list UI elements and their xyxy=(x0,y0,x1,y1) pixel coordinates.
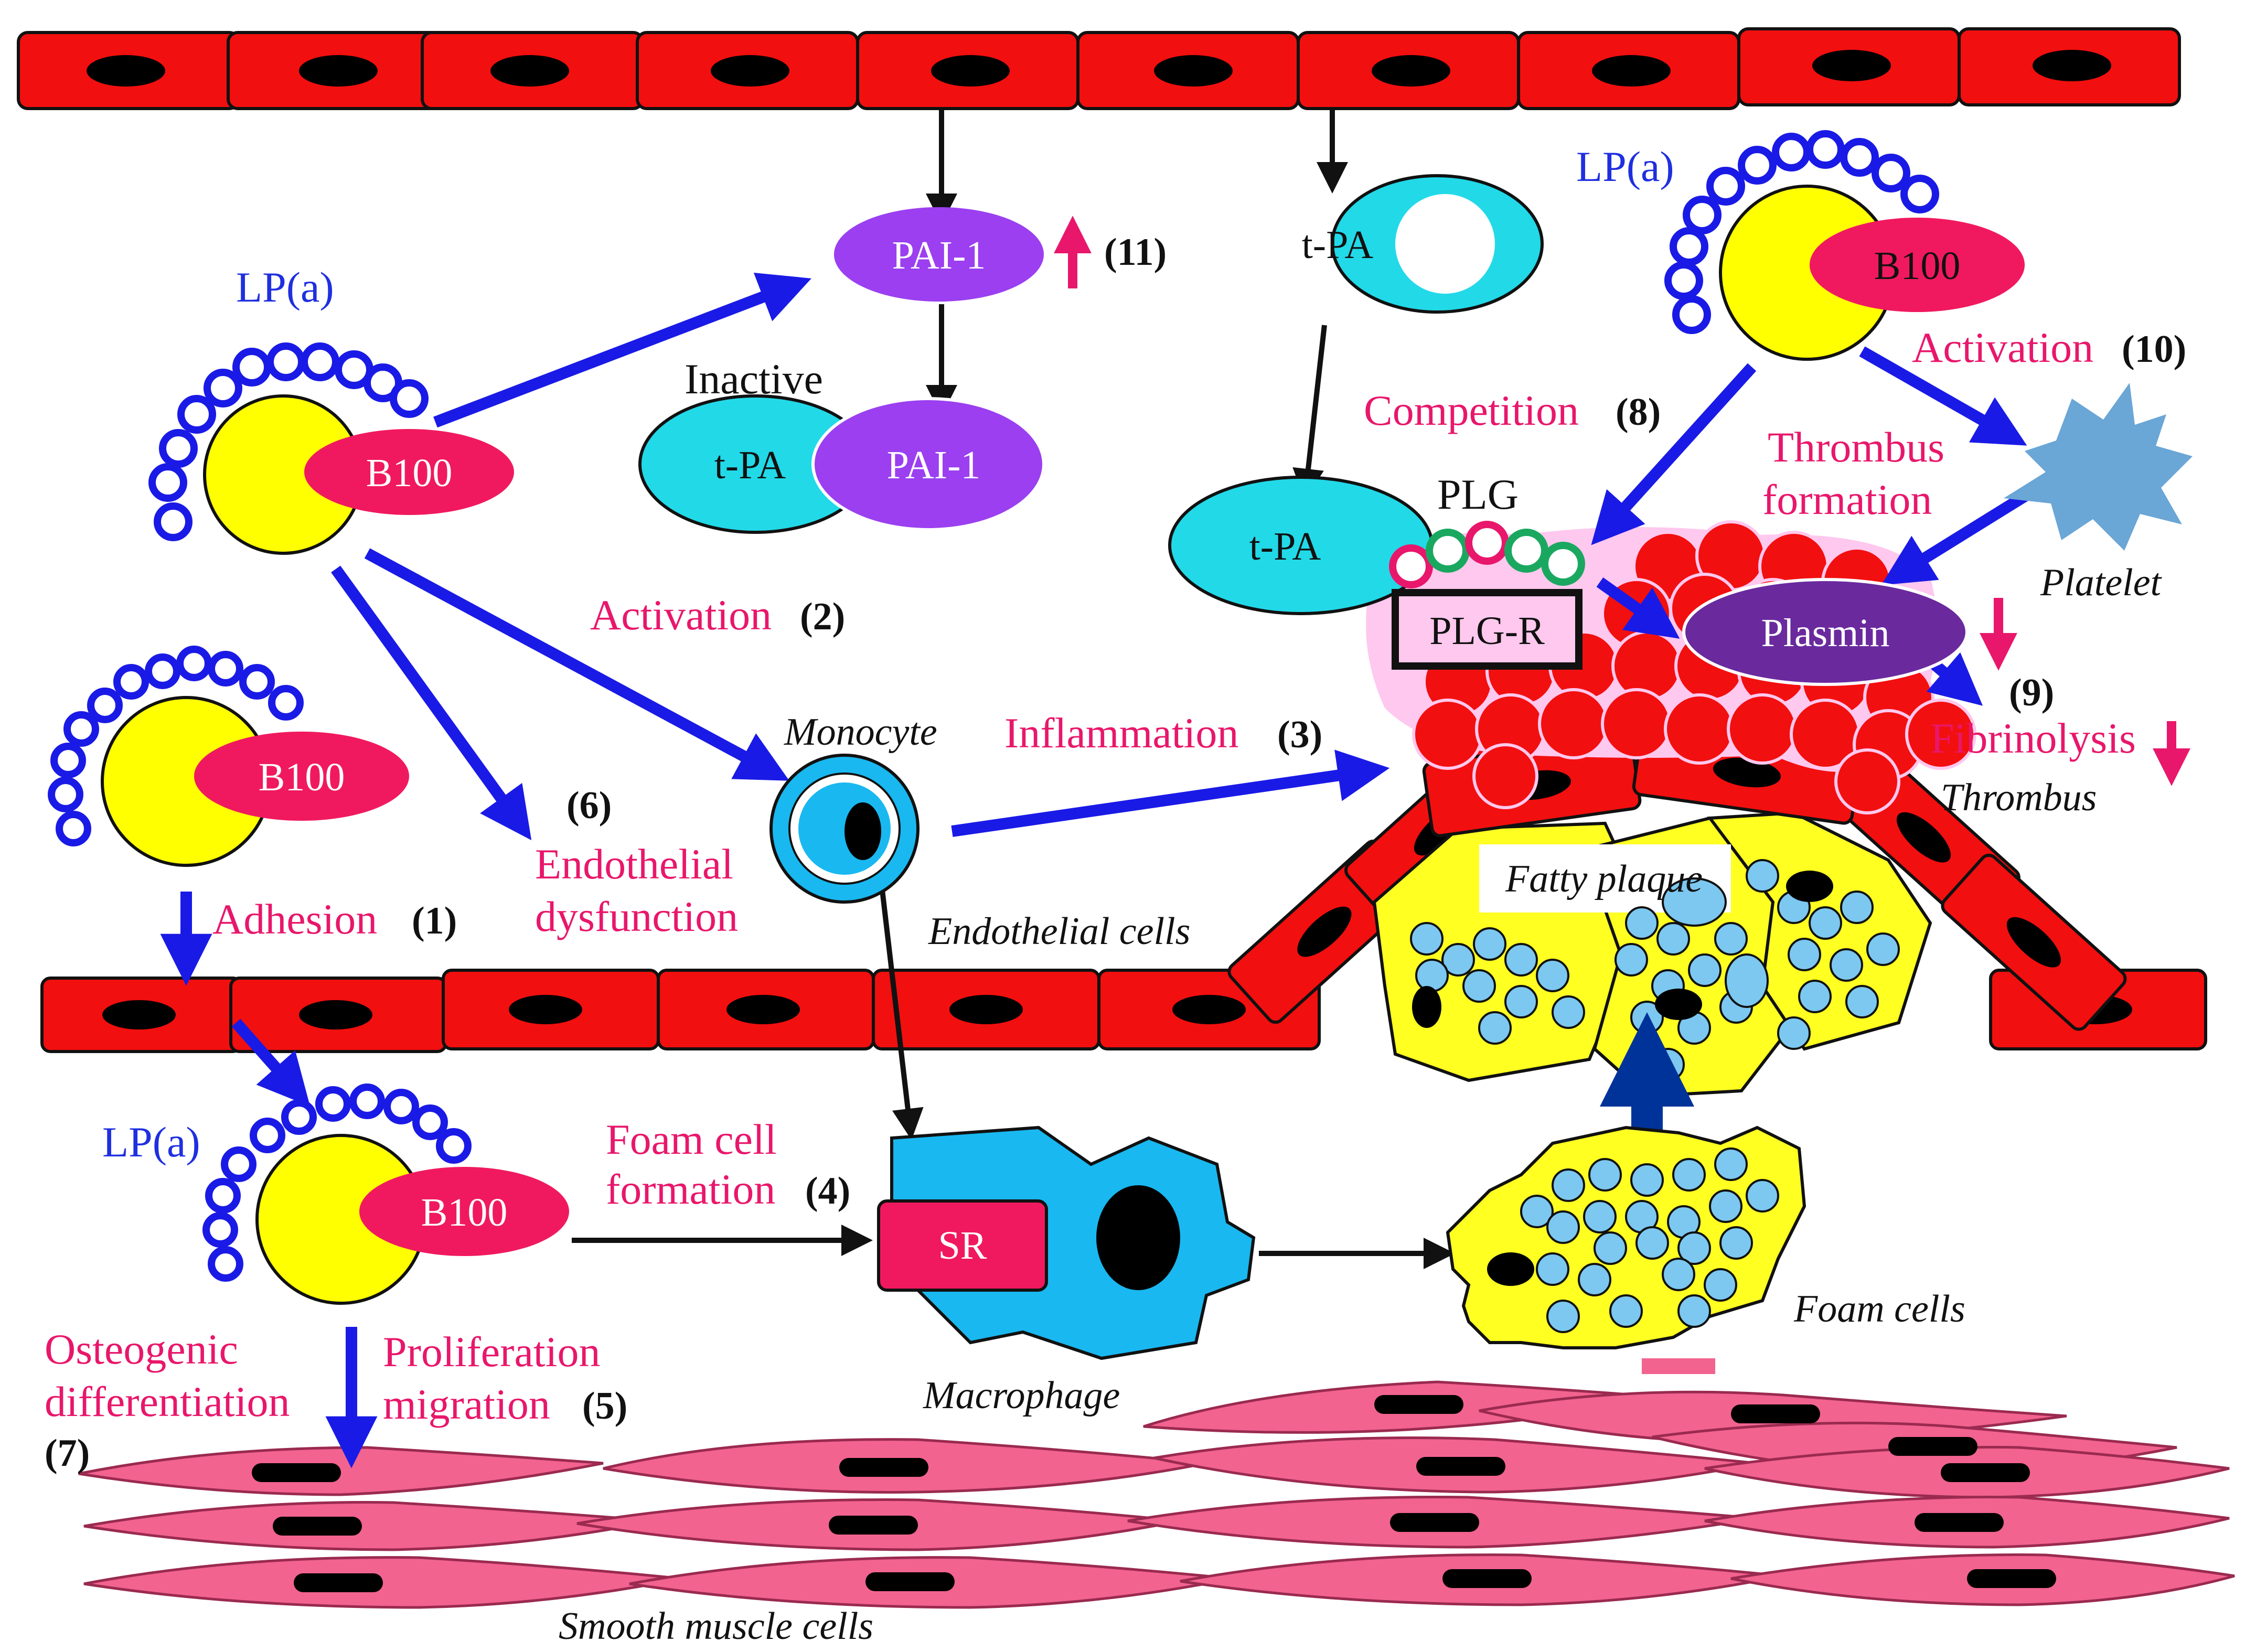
lpa-label-right: LP(a) xyxy=(1576,143,1674,190)
endothelial-dysfunction-line2: dysfunction xyxy=(535,893,738,940)
step-number-3: (3) xyxy=(1277,713,1322,756)
tpa-shapes xyxy=(1168,174,1544,615)
b100-label-lower: B100 xyxy=(421,1190,508,1235)
lpa-particle-right xyxy=(1664,130,2025,361)
tpa-label-inactive: t-PA xyxy=(714,443,786,487)
top-endothelium xyxy=(17,27,2181,110)
inactive-label: Inactive xyxy=(685,355,823,403)
step-number-8: (8) xyxy=(1616,391,1661,434)
plasmin-label: Plasmin xyxy=(1761,611,1890,655)
arrows xyxy=(160,110,2190,1468)
plasmin-shape xyxy=(1682,578,1969,686)
endothelial-cells-caption: Endothelial cells xyxy=(928,910,1190,953)
middle-endothelium xyxy=(40,969,2207,1053)
lpa-particle-adhesion xyxy=(48,646,409,867)
lpa-particle-left xyxy=(148,342,514,555)
monocyte-caption: Monocyte xyxy=(784,711,937,754)
lpa-particle-lower xyxy=(202,1084,569,1305)
plg-r-label: PLG-R xyxy=(1429,609,1545,653)
step-number-1: (1) xyxy=(412,899,457,942)
thrombus-formation-line2: formation xyxy=(1762,476,1932,523)
activation-label-10: Activation xyxy=(1912,324,2093,371)
b100-label-right: B100 xyxy=(1874,244,1961,288)
step-number-5: (5) xyxy=(582,1385,627,1428)
pai1-shapes xyxy=(638,207,1045,534)
step-number-11: (11) xyxy=(1104,231,1167,274)
sr-label: SR xyxy=(938,1224,987,1268)
pink-marker xyxy=(1642,1358,1715,1374)
tpa-label-free: t-PA xyxy=(1302,223,1374,267)
plg-label: PLG xyxy=(1437,470,1519,518)
osteogenic-line2: differentiation xyxy=(45,1378,290,1425)
activation-label-2: Activation xyxy=(590,591,772,639)
smooth-muscle-layer xyxy=(78,1380,2235,1609)
smooth-muscle-cells-caption: Smooth muscle cells xyxy=(559,1605,873,1648)
step-number-2: (2) xyxy=(800,595,845,638)
inflammation-label: Inflammation xyxy=(1004,709,1238,757)
osteogenic-line1: Osteogenic xyxy=(45,1325,238,1373)
monocyte-cell xyxy=(769,754,919,904)
plg-r-box xyxy=(1392,589,1583,670)
step-number-10: (10) xyxy=(2122,328,2186,371)
pai1-label: PAI-1 xyxy=(892,233,986,277)
step-number-6: (6) xyxy=(566,784,612,827)
plg-rings xyxy=(1389,521,1585,588)
proliferation-line2: migration xyxy=(383,1380,550,1428)
macrophage-cell xyxy=(877,1125,1256,1360)
thrombus-formation-line1: Thrombus xyxy=(1768,423,1944,471)
step-number-9: (9) xyxy=(2009,671,2054,714)
step-number-7: (7) xyxy=(45,1432,90,1475)
b100-label-adhesion: B100 xyxy=(259,755,345,799)
b100-label-left: B100 xyxy=(366,451,453,495)
platelet-caption: Platelet xyxy=(2040,561,2163,604)
foam-cell xyxy=(1446,1125,1806,1349)
foam-cells-caption: Foam cells xyxy=(1793,1288,1965,1331)
adhesion-label: Adhesion xyxy=(212,895,377,943)
lpa-label-left: LP(a) xyxy=(236,263,334,311)
proliferation-line1: Proliferation xyxy=(383,1328,600,1376)
foam-cell-formation-line2: formation xyxy=(606,1165,775,1213)
thrombus-caption: Thrombus xyxy=(1941,776,2097,819)
endothelial-dysfunction-line1: Endothelial xyxy=(535,840,733,888)
fibrinolysis-label: Fibrinolysis xyxy=(1930,714,2136,762)
macrophage-caption: Macrophage xyxy=(923,1374,1120,1417)
pai1-label-complex: PAI-1 xyxy=(887,443,981,487)
foam-cell-formation-line1: Foam cell xyxy=(606,1115,777,1163)
fatty-plaque-caption: Fatty plaque xyxy=(1505,857,1703,900)
platelet-shape xyxy=(2004,383,2193,551)
step-number-4: (4) xyxy=(805,1170,850,1213)
tpa-label-bound: t-PA xyxy=(1249,524,1321,568)
competition-label: Competition xyxy=(1364,387,1579,434)
lpa-label-lower: LP(a) xyxy=(102,1118,200,1166)
